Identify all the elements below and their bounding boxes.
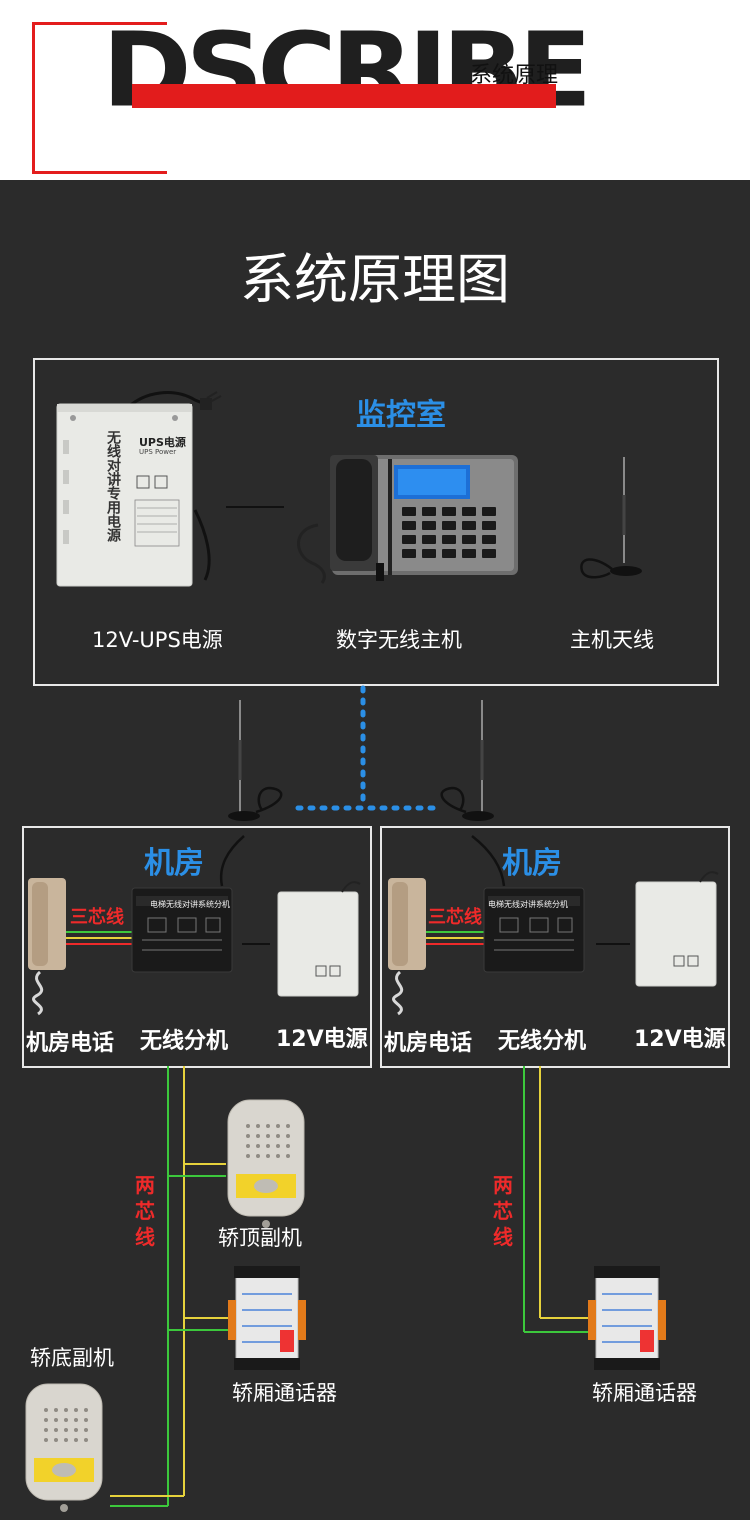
header-subtitle: 系统原理	[470, 63, 559, 88]
machine-room-2-graphic	[388, 835, 719, 1016]
machine-room-2-unit-tag: 电梯无线对讲系统分机	[488, 900, 568, 909]
wireless-link-graphic	[228, 685, 494, 821]
machine-room-1-phone-label: 机房电话	[26, 1031, 115, 1056]
ups-device-tag-en: UPS Power	[139, 448, 177, 456]
machine-room-2-unit-label: 无线分机	[498, 1029, 587, 1054]
left-shaft-cable-label: 两芯线	[135, 1173, 155, 1249]
wireless-host-label: 数字无线主机	[336, 628, 462, 652]
monitor-room-box	[33, 358, 719, 686]
machine-room-2-box	[380, 826, 730, 1068]
page-title: 系统原理图	[240, 248, 510, 311]
car-top-unit-label: 轿顶副机	[218, 1226, 302, 1250]
ups-host-connector	[226, 506, 284, 508]
ups-device-tag: UPS电源	[139, 436, 186, 449]
host-antenna-device	[574, 455, 654, 585]
header-red-bar	[132, 84, 556, 108]
header-banner: DSCRIBE 系统原理	[0, 0, 750, 180]
shaft-wiring-graphic	[25, 1066, 666, 1512]
right-car-phone-label: 轿厢通话器	[592, 1381, 697, 1405]
ups-power-device: UPS电源 UPS Power 无线对讲专用电源	[55, 390, 235, 590]
monitor-room-title: 监控室	[356, 398, 446, 433]
machine-room-1-unit-label: 无线分机	[140, 1029, 229, 1054]
machine-room-1-unit-tag: 电梯无线对讲系统分机	[150, 900, 230, 909]
header-red-bracket	[32, 22, 167, 174]
pit-unit-label: 轿底副机	[30, 1346, 114, 1370]
host-antenna-label: 主机天线	[570, 628, 654, 652]
machine-room-2-title: 机房	[502, 846, 562, 881]
machine-room-1-cable-label: 三芯线	[70, 907, 124, 928]
machine-room-1-graphic	[28, 835, 361, 1016]
machine-room-1-box	[22, 826, 372, 1068]
ups-power-label: 12V-UPS电源	[92, 628, 223, 652]
left-car-phone-label: 轿厢通话器	[232, 1381, 337, 1405]
machine-room-2-phone-label: 机房电话	[384, 1031, 473, 1056]
machine-room-2-cable-label: 三芯线	[428, 907, 482, 928]
machine-room-2-power-label: 12V电源	[634, 1027, 726, 1052]
wireless-host-device	[292, 445, 522, 585]
ups-side-text: 无线对讲专用电源	[105, 430, 121, 542]
machine-room-1-title: 机房	[144, 846, 204, 881]
right-shaft-cable-label: 两芯线	[493, 1173, 513, 1249]
machine-room-1-power-label: 12V电源	[276, 1027, 368, 1052]
